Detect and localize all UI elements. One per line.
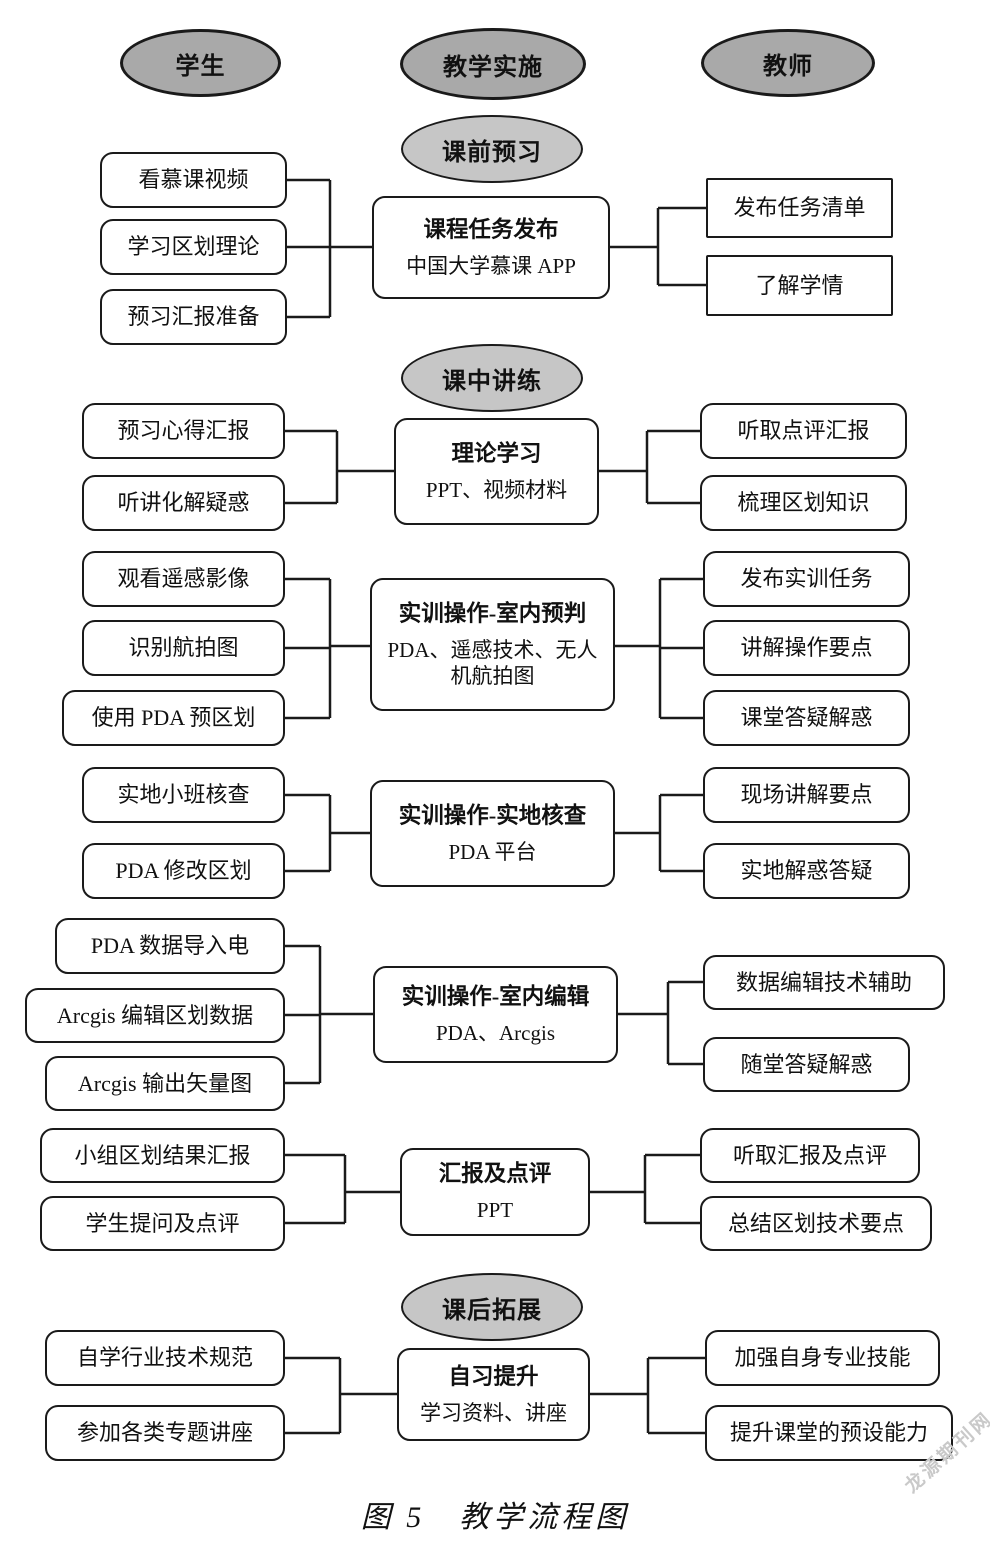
student-task-box: 自学行业技术规范 <box>45 1330 285 1386</box>
teacher-task-box: 随堂答疑解惑 <box>703 1037 910 1092</box>
student-task-box: 看慕课视频 <box>100 152 287 208</box>
activity-title: 实训操作-室内编辑 <box>401 983 590 1009</box>
activity-subtitle: PDA、遥感技术、无人机航拍图 <box>387 637 598 689</box>
activity-title: 自习提升 <box>448 1363 539 1389</box>
teacher-task-box: 现场讲解要点 <box>703 767 910 823</box>
student-task-box: 观看遥感影像 <box>82 551 285 607</box>
student-task-box: PDA 修改区划 <box>82 843 285 899</box>
student-task-box: PDA 数据导入电 <box>55 918 285 974</box>
stage-ellipse-pre-class: 课前预习 <box>401 115 583 183</box>
figure-caption: 图 5 教学流程图 <box>360 1501 630 1534</box>
activity-subtitle: PPT <box>476 1198 514 1223</box>
teacher-task-box: 听取汇报及点评 <box>700 1128 920 1183</box>
header-ellipse-student: 学生 <box>120 29 281 97</box>
activity-box-indoor-prejudge: 实训操作-室内预判 PDA、遥感技术、无人机航拍图 <box>370 578 615 711</box>
activity-box-course-task: 课程任务发布 中国大学慕课 APP <box>372 196 610 299</box>
activity-box-report-review: 汇报及点评 PPT <box>400 1148 590 1236</box>
student-task-box: 学生提问及点评 <box>40 1196 285 1251</box>
teacher-task-box: 发布任务清单 <box>706 178 893 238</box>
student-task-box: Arcgis 输出矢量图 <box>45 1056 285 1111</box>
header-ellipse-implementation: 教学实施 <box>400 28 586 100</box>
teacher-task-box: 课堂答疑解惑 <box>703 690 910 746</box>
stage-ellipse-in-class: 课中讲练 <box>401 344 583 412</box>
teacher-task-box: 数据编辑技术辅助 <box>703 955 945 1010</box>
student-task-box: Arcgis 编辑区划数据 <box>25 988 285 1043</box>
activity-box-field-check: 实训操作-实地核查 PDA 平台 <box>370 780 615 887</box>
teacher-task-box: 了解学情 <box>706 255 893 316</box>
stage-ellipse-after-class: 课后拓展 <box>401 1273 583 1341</box>
student-task-box: 使用 PDA 预区划 <box>62 690 285 746</box>
activity-box-self-study: 自习提升 学习资料、讲座 <box>397 1348 590 1441</box>
teacher-task-box: 加强自身专业技能 <box>705 1330 940 1386</box>
header-ellipse-teacher: 教师 <box>701 29 875 97</box>
student-task-box: 小组区划结果汇报 <box>40 1128 285 1183</box>
activity-box-theory: 理论学习 PPT、视频材料 <box>394 418 599 525</box>
activity-title: 实训操作-实地核查 <box>398 802 587 828</box>
activity-title: 汇报及点评 <box>438 1161 552 1187</box>
teacher-task-box: 提升课堂的预设能力 <box>705 1405 953 1461</box>
student-task-box: 预习心得汇报 <box>82 403 285 459</box>
student-task-box: 实地小班核查 <box>82 767 285 823</box>
activity-title: 课程任务发布 <box>423 216 559 242</box>
activity-title: 理论学习 <box>451 440 542 466</box>
teacher-task-box: 发布实训任务 <box>703 551 910 607</box>
student-task-box: 听讲化解疑惑 <box>82 475 285 531</box>
activity-box-indoor-edit: 实训操作-室内编辑 PDA、Arcgis <box>373 966 618 1063</box>
activity-subtitle: PDA、Arcgis <box>436 1020 555 1045</box>
teacher-task-box: 听取点评汇报 <box>700 403 907 459</box>
student-task-box: 参加各类专题讲座 <box>45 1405 285 1461</box>
activity-subtitle: 中国大学慕课 APP <box>406 253 576 278</box>
activity-subtitle: 学习资料、讲座 <box>420 1400 567 1425</box>
student-task-box: 识别航拍图 <box>82 620 285 676</box>
activity-subtitle: PPT、视频材料 <box>425 477 568 502</box>
activity-title: 实训操作-室内预判 <box>398 600 587 626</box>
teacher-task-box: 梳理区划知识 <box>700 475 907 531</box>
teacher-task-box: 实地解惑答疑 <box>703 843 910 899</box>
activity-subtitle: PDA 平台 <box>448 839 537 864</box>
student-task-box: 预习汇报准备 <box>100 289 287 345</box>
student-task-box: 学习区划理论 <box>100 219 287 275</box>
teacher-task-box: 讲解操作要点 <box>703 620 910 676</box>
teacher-task-box: 总结区划技术要点 <box>700 1196 932 1251</box>
